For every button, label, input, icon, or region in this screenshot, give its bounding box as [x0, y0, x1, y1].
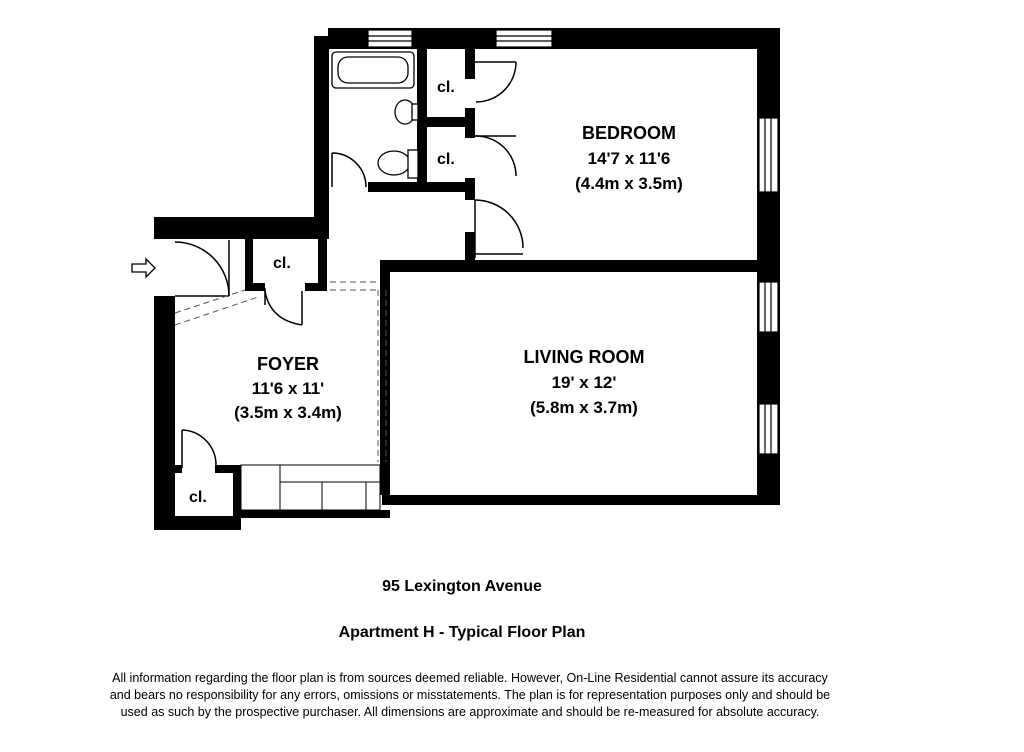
foyer-imperial: 11'6 x 11' [252, 379, 324, 398]
bedroom-metric: (4.4m x 3.5m) [575, 174, 683, 193]
bedroom-label: BEDROOM 14'7 x 11'6 (4.4m x 3.5m) [575, 123, 683, 193]
disclaimer-line-3: used as such by the prospective purchase… [120, 705, 820, 719]
floor-plan: BEDROOM 14'7 x 11'6 (4.4m x 3.5m) LIVING… [131, 28, 780, 530]
kitchen-counter [240, 464, 381, 511]
bedroom-name: BEDROOM [582, 123, 676, 143]
plan-title: Apartment H - Typical Floor Plan [338, 624, 586, 641]
living-room-metric: (5.8m x 3.7m) [530, 398, 638, 417]
bedroom-imperial: 14'7 x 11'6 [588, 149, 671, 168]
disclaimer-line-1: All information regarding the floor plan… [112, 671, 828, 685]
windows [367, 29, 779, 455]
bathroom-fixtures [331, 51, 419, 179]
closet-label-top: cl. [437, 79, 455, 96]
closet-label-middle: cl. [437, 151, 455, 168]
disclaimer-line-2: and bears no responsibility for any erro… [109, 688, 831, 702]
closet-label-foyer-bottom: cl. [189, 489, 207, 506]
door-swings [174, 61, 524, 468]
foyer-label: FOYER 11'6 x 11' (3.5m x 3.4m) [234, 354, 342, 422]
disclaimer: All information regarding the floor plan… [40, 670, 900, 721]
walls [154, 28, 780, 530]
living-room-label: LIVING ROOM 19' x 12' (5.8m x 3.7m) [524, 347, 645, 417]
property-address: 95 Lexington Avenue [382, 578, 542, 595]
toilet-icon [377, 150, 411, 176]
foyer-metric: (3.5m x 3.4m) [234, 403, 342, 422]
closet-label-foyer-top: cl. [273, 255, 291, 272]
foyer-name: FOYER [257, 354, 319, 374]
open-passages [174, 281, 387, 462]
living-room-imperial: 19' x 12' [552, 373, 617, 392]
arrow-right-icon [131, 257, 156, 279]
living-room-name: LIVING ROOM [524, 347, 645, 367]
